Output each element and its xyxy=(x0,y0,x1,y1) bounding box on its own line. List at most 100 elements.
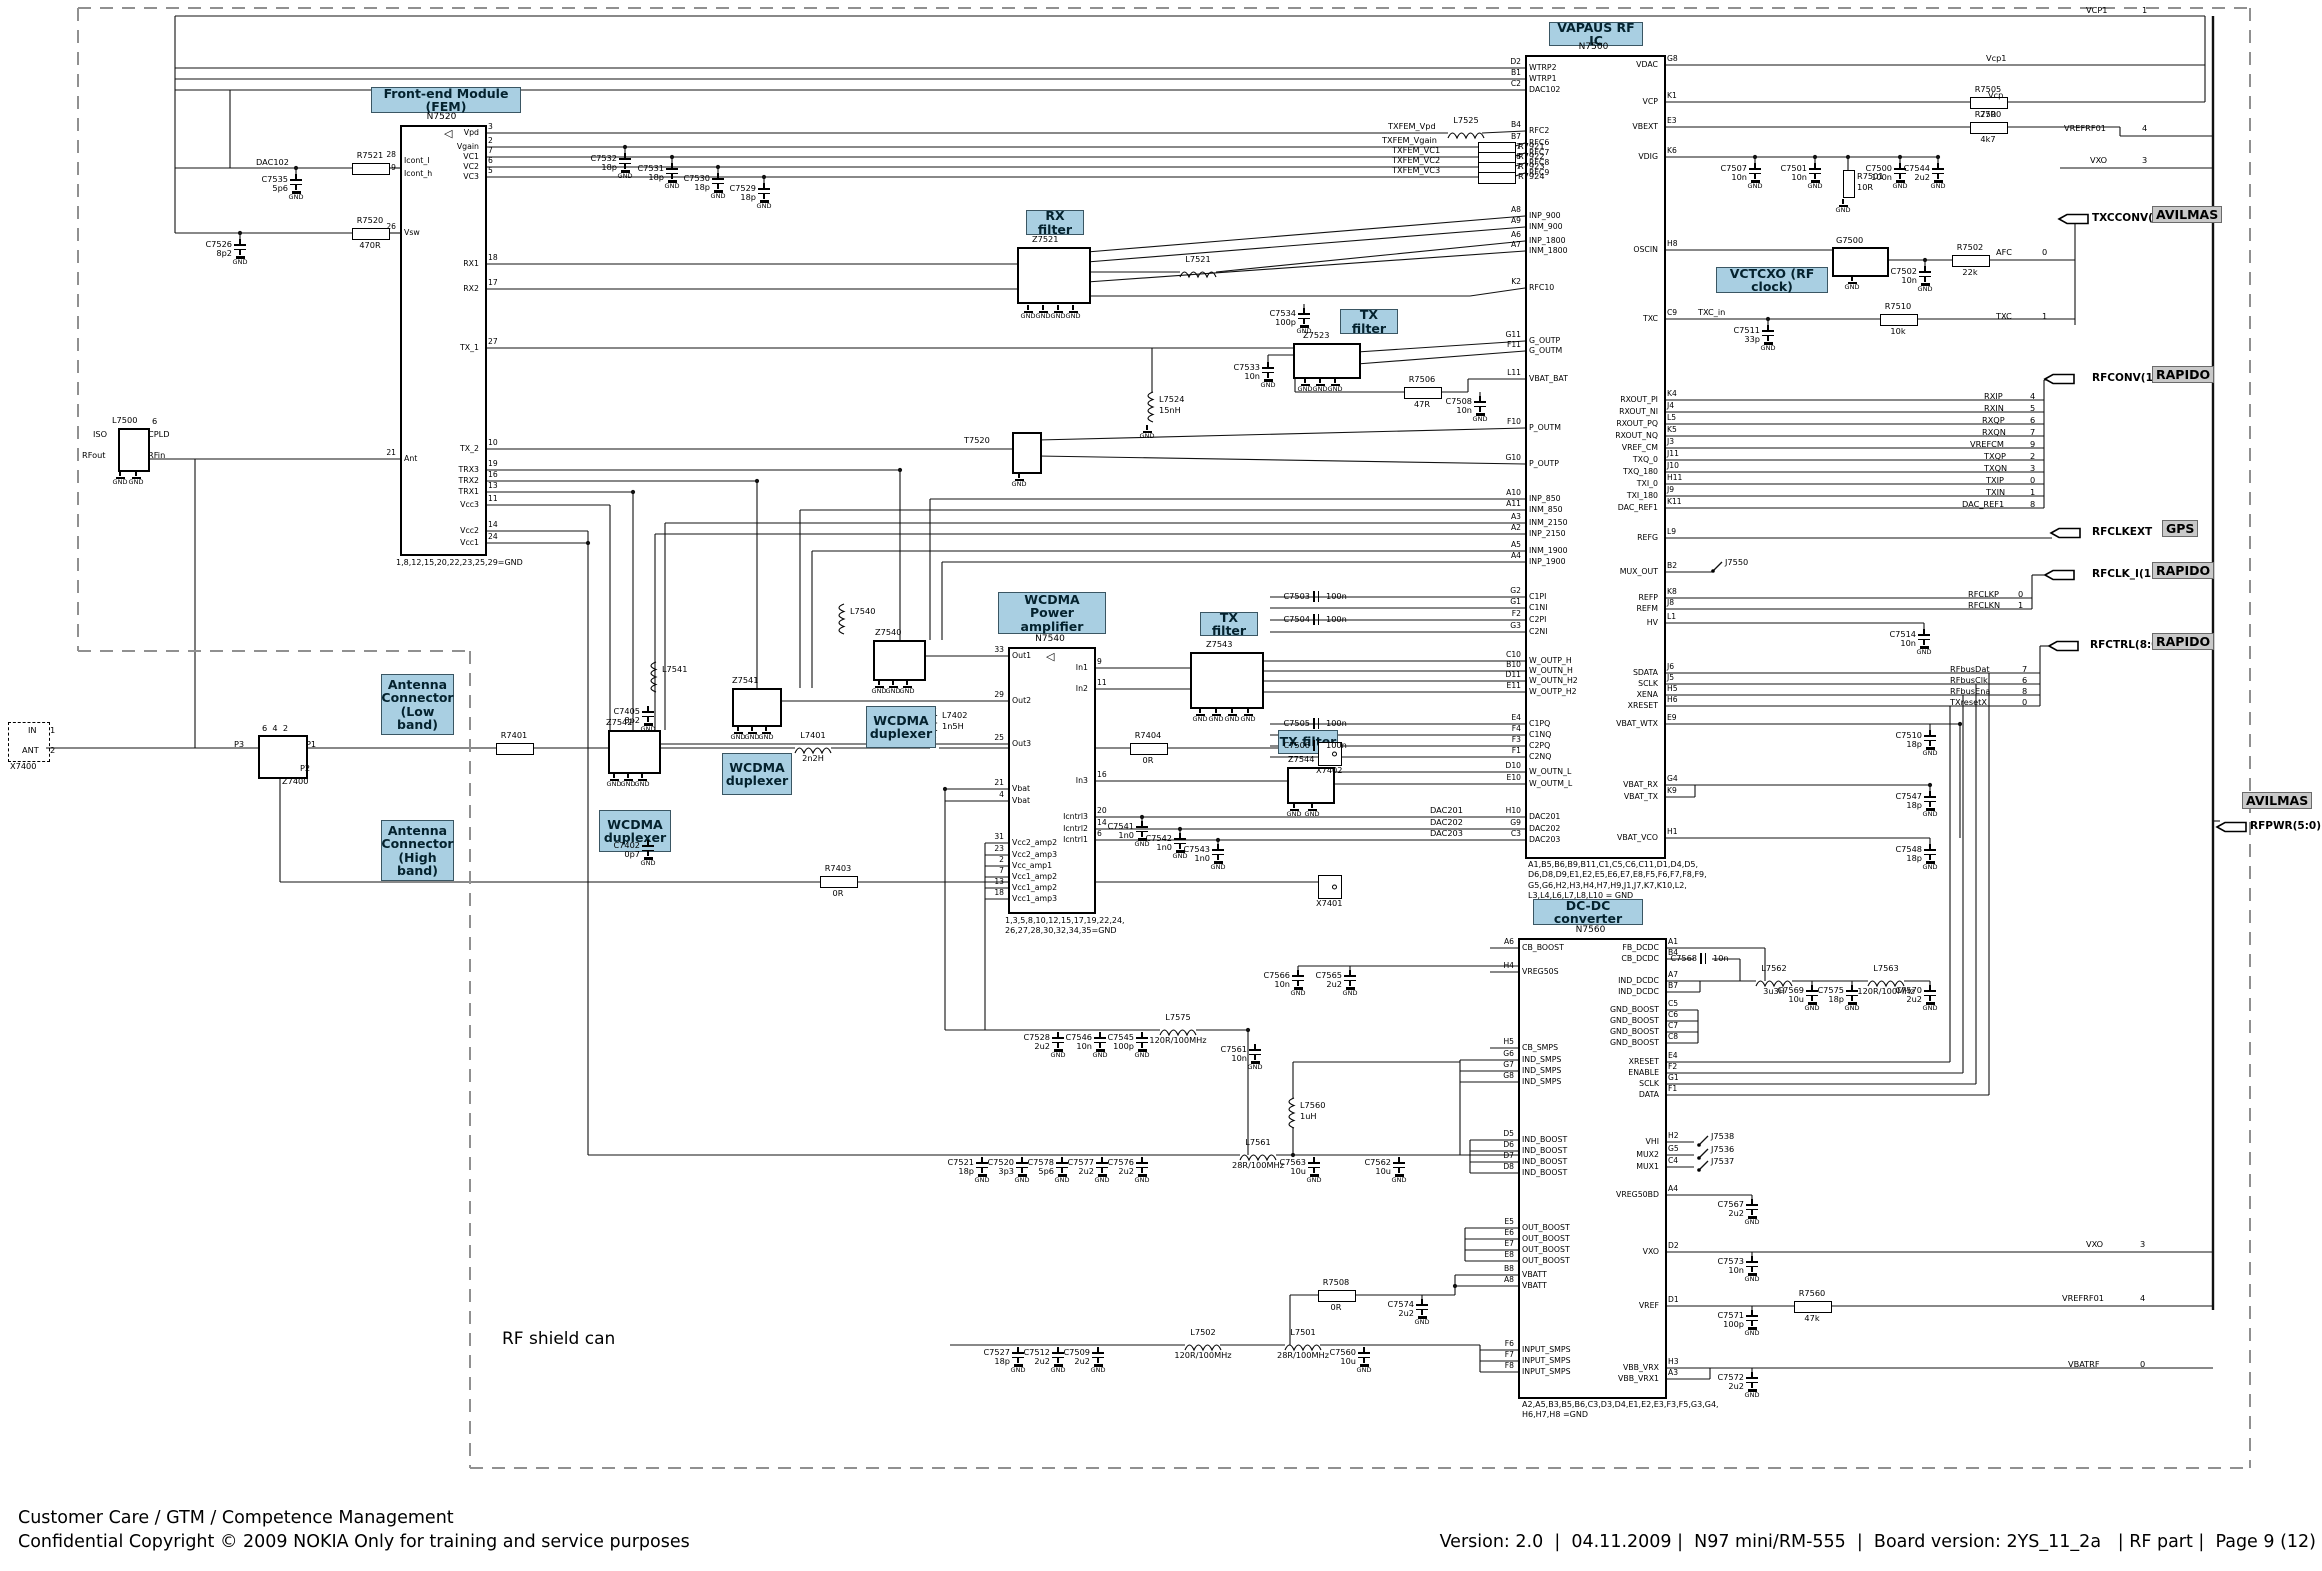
net-label: X7400 xyxy=(10,761,37,771)
block-label: Antenna Connector (Low band) xyxy=(381,674,454,735)
ic-pin-number: A3 xyxy=(1668,1368,1679,1377)
component-label: C7402 0p7 xyxy=(613,840,640,860)
net-label: TXFEM_Vpd xyxy=(1388,121,1436,131)
bus-connector-icon xyxy=(2043,569,2075,581)
ic-pin-number: D2 xyxy=(1668,1241,1679,1250)
component-label: L7561 xyxy=(1245,1137,1271,1147)
ic-pin-name: MUX1 xyxy=(1636,1162,1659,1171)
component-label: R7505 xyxy=(1974,84,2002,94)
footer-org-line: Customer Care / GTM / Competence Managem… xyxy=(18,1508,454,1528)
block-label: WCDMA duplexer xyxy=(722,753,792,795)
gnd-symbol: GND xyxy=(1192,708,1208,723)
component-label: C7575 18p xyxy=(1817,985,1844,1005)
net-label: DAC203 xyxy=(1430,828,1463,838)
bus-tag: AVILMAS xyxy=(2242,792,2313,809)
ic-pin-number: H2 xyxy=(1668,1131,1679,1140)
component-value: 47k xyxy=(1804,1313,1820,1323)
capacitor-icon xyxy=(1313,740,1320,751)
ic-pin-number: 11 xyxy=(1097,678,1107,687)
component-value: 100n xyxy=(1326,740,1347,750)
component-label: C7561 10n xyxy=(1220,1044,1247,1064)
ic-pin-number: E10 xyxy=(1506,773,1521,782)
ic-pin-number: B4 xyxy=(1668,948,1679,957)
ic-pin-name: VBB_VRX xyxy=(1622,1363,1659,1372)
ic-pin-number: L1 xyxy=(1667,612,1677,621)
component-label: C7505 xyxy=(1283,718,1310,728)
ic-pin-name: IND_DCDC xyxy=(1618,976,1659,985)
component-label: R7506 xyxy=(1408,374,1436,384)
component-label: L7563 xyxy=(1873,963,1899,973)
ic-pin-number: E8 xyxy=(1504,1250,1514,1259)
ic-pin-name: VBAT_RX xyxy=(1623,780,1658,789)
net-label: Z7541 xyxy=(732,675,759,685)
filter-box xyxy=(732,688,782,727)
net-label: 6 xyxy=(152,416,158,426)
ic-pin-name: OUT_BOOST xyxy=(1522,1256,1570,1265)
ic-pin-number: H5 xyxy=(1667,684,1678,693)
ic-pin-name: TXQ_0 xyxy=(1632,455,1658,464)
ic-pin-name: CB_DCDC xyxy=(1621,954,1659,963)
ic-pin-number: K6 xyxy=(1667,146,1677,155)
component-label: R7923 xyxy=(1518,161,1545,171)
resistor-icon xyxy=(352,163,390,175)
component-label: C7545 100p xyxy=(1107,1032,1134,1052)
ic-pin-number: F11 xyxy=(1506,340,1521,349)
ic-pin-number: B2 xyxy=(1667,561,1678,570)
ic-pin-name: INP_2150 xyxy=(1529,529,1566,538)
net-label: ◁ xyxy=(444,127,453,140)
block-label: RX filter xyxy=(1026,209,1084,236)
ic-pin-number: 23 xyxy=(994,844,1004,853)
capacitor-icon: GND xyxy=(1055,1157,1069,1183)
net-label: TXQP xyxy=(1984,451,2006,461)
ic-pin-name: C1NQ xyxy=(1529,730,1552,739)
component-label: R7508 xyxy=(1322,1277,1350,1287)
ic-pin-name: REFP xyxy=(1638,593,1658,602)
resistor-icon xyxy=(1970,97,2008,109)
ic-pin-name: VREG50S xyxy=(1522,967,1559,976)
net-label: RXIP xyxy=(1984,391,2003,401)
capacitor-icon: GND xyxy=(1093,1032,1107,1058)
ic-pin-name: XRESET xyxy=(1628,1057,1659,1066)
ic-pin-name: Icntrl1 xyxy=(1063,835,1088,844)
ic-pin-number: C6 xyxy=(1668,1010,1679,1019)
ic-pin-number: G7 xyxy=(1503,1060,1514,1069)
filter-box xyxy=(1832,247,1889,277)
ic-pin-name: DAC202 xyxy=(1529,824,1561,833)
net-label: TXFEM_VC2 xyxy=(1392,155,1441,165)
capacitor-icon: GND xyxy=(1893,163,1907,189)
bus-tag: GPS xyxy=(2162,520,2199,537)
net-label: 1 xyxy=(2042,311,2048,321)
ic-pin-name: RX2 xyxy=(463,284,479,293)
ic-pin-number: G8 xyxy=(1503,1071,1514,1080)
component-label: C7530 18p xyxy=(683,173,710,193)
resistor-icon xyxy=(1970,122,2008,134)
component-label: C7568 xyxy=(1670,953,1697,963)
ic-pin-number: H10 xyxy=(1505,806,1521,815)
component-label: L7402 xyxy=(942,710,968,720)
net-label: T7520 xyxy=(964,435,990,445)
ic-pin-name: MUX_OUT xyxy=(1619,567,1658,576)
ic-gnd-note: A2,A5,B3,B5,B6,C3,D3,D4,E1,E2,E3,F3,F5,G… xyxy=(1522,1400,1719,1420)
ic-pin-name: RFC2 xyxy=(1529,126,1550,135)
bus-tag: AVILMAS xyxy=(2152,206,2223,223)
net-label: 8 xyxy=(2030,499,2036,509)
capacitor-icon: GND xyxy=(1307,1157,1321,1183)
capacitor-icon: GND xyxy=(1211,844,1225,870)
ic-pin-number: 18 xyxy=(488,253,498,262)
ic-pin-name: IND_BOOST xyxy=(1522,1157,1568,1166)
filter-box xyxy=(258,735,308,779)
net-label: 0 xyxy=(2140,1359,2146,1369)
ic-pin-name: CB_BOOST xyxy=(1522,943,1564,952)
ic-pin-number: A9 xyxy=(1510,216,1521,225)
ic-pin-name: IND_SMPS xyxy=(1522,1066,1562,1075)
ic-pin-number: 27 xyxy=(488,337,498,346)
ic-pin-name: Vcc3 xyxy=(460,500,479,509)
component-label: C7502 10n xyxy=(1890,266,1917,286)
ic-pin-number: D6 xyxy=(1503,1140,1514,1149)
ic-pin-name: VC2 xyxy=(463,162,479,171)
net-label: 1 xyxy=(2018,600,2024,610)
component-value: 120R/100MHz xyxy=(1174,1350,1232,1360)
ic-pin-number: 2 xyxy=(488,136,493,145)
net-label: TXQN xyxy=(1984,463,2008,473)
ic-pin-name: VREF_CM xyxy=(1621,443,1658,452)
